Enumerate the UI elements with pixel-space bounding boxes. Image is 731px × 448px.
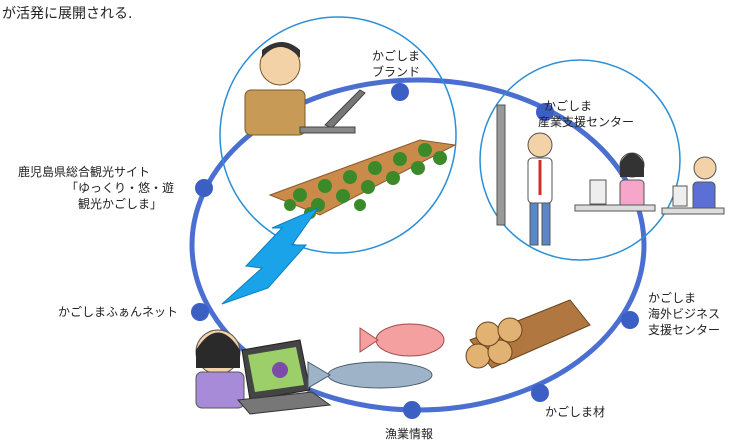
support-center-circle	[479, 59, 681, 261]
logs-illustration	[465, 299, 591, 369]
node-kaigai	[621, 311, 639, 329]
label-funnet: かごしまふぁんネット	[58, 305, 179, 319]
support-center-illustration	[496, 104, 725, 246]
label-kaigai: かごしま 海外ビジネス 支援センター	[648, 291, 721, 337]
label-zai: かごしま材	[545, 405, 606, 419]
node-sangyo	[536, 103, 554, 121]
farmer-illustration	[244, 42, 457, 219]
lightning-bolt-icon	[221, 206, 320, 305]
node-brand	[391, 83, 409, 101]
node-zai	[531, 384, 549, 402]
node-dots	[191, 83, 639, 419]
label-kanko: 鹿児島県総合観光サイト 「ゆっくり・悠・遊 観光かごしま」	[18, 165, 175, 211]
node-funnet	[191, 303, 209, 321]
label-sangyo: かごしま 産業支援センター	[538, 99, 635, 129]
node-gyogyo	[403, 401, 421, 419]
intro-text: が活発に展開される.	[2, 6, 133, 22]
user-laptop-illustration	[195, 329, 332, 415]
brand-circle	[219, 16, 457, 254]
label-brand: かごしま ブランド	[372, 49, 421, 79]
fish-illustration	[307, 323, 445, 389]
node-kanko	[195, 179, 213, 197]
label-gyogyo: 漁業情報	[385, 427, 434, 441]
